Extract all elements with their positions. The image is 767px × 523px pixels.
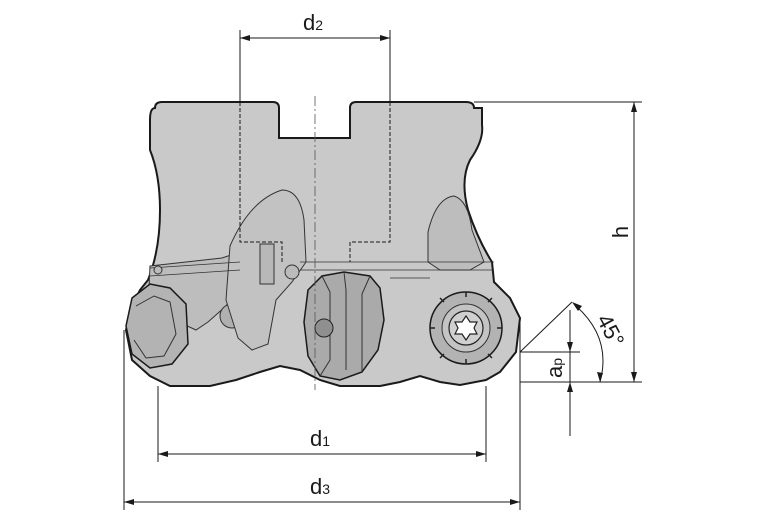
left-insert bbox=[125, 283, 189, 369]
h-arrow-top bbox=[631, 102, 637, 112]
d3-label: d3 bbox=[310, 474, 330, 499]
d3-arrow-right bbox=[510, 499, 520, 505]
torx-icon bbox=[454, 314, 478, 342]
angle-label: 45° bbox=[592, 310, 630, 351]
left-marker bbox=[153, 265, 163, 275]
groove-lines bbox=[149, 261, 494, 279]
center-screw bbox=[314, 318, 334, 338]
d1-label: d1 bbox=[310, 426, 330, 451]
ap-label: ap bbox=[542, 358, 567, 378]
angle-leg bbox=[519, 301, 573, 353]
center-marker bbox=[284, 264, 300, 280]
d1-arrow-left bbox=[158, 451, 168, 457]
angle-arrow-top bbox=[572, 302, 582, 311]
ap-arrow-bottom bbox=[567, 382, 573, 392]
h-arrow-bottom bbox=[631, 372, 637, 382]
d2-label: d2 bbox=[303, 10, 323, 35]
angle-arrow-bottom bbox=[597, 372, 603, 382]
d2-arrow-left bbox=[240, 35, 250, 41]
wedge-block bbox=[259, 243, 275, 285]
d2-arrow-right bbox=[380, 35, 390, 41]
ap-arrow-top bbox=[567, 342, 573, 352]
d1-arrow-right bbox=[476, 451, 486, 457]
left-insert-facet bbox=[133, 295, 177, 359]
h-label: h bbox=[608, 226, 633, 238]
bore-hidden-lines bbox=[239, 102, 391, 262]
right-pocket bbox=[427, 195, 485, 271]
right-insert-notches bbox=[430, 292, 502, 364]
d3-arrow-left bbox=[124, 499, 134, 505]
